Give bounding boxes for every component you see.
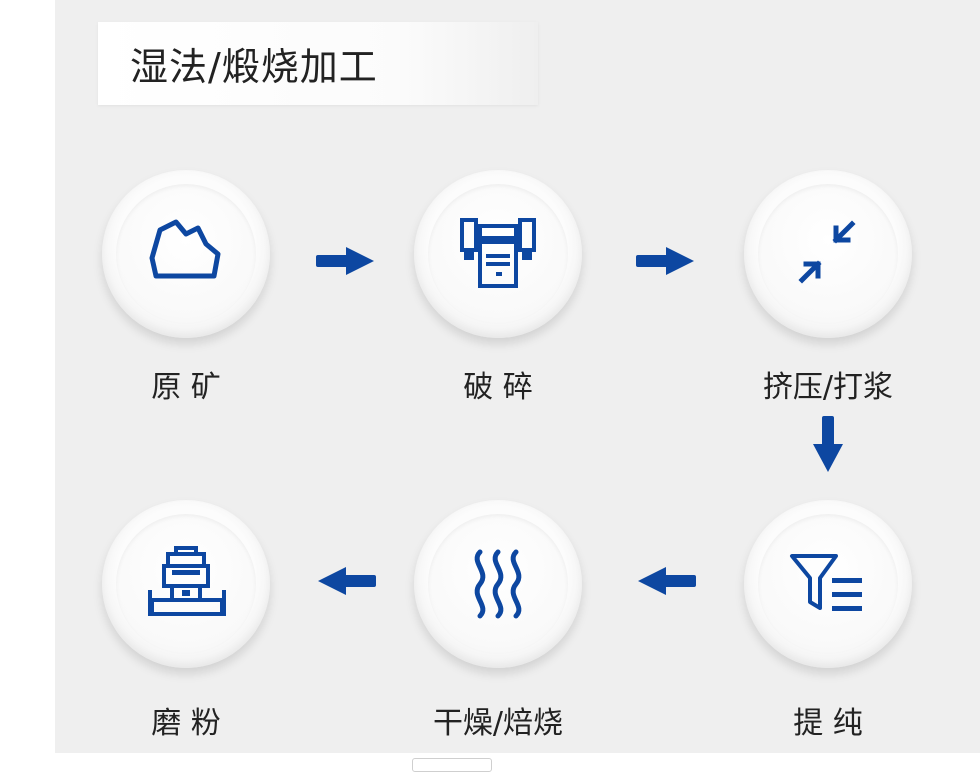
page-title: 湿法/煅烧加工	[130, 45, 378, 89]
step-grinding	[102, 500, 270, 668]
ore-rock-icon	[149, 219, 221, 279]
arrow-down-icon	[813, 416, 843, 472]
step-label-grinding: 磨 粉	[151, 706, 221, 741]
step-raw-ore	[102, 170, 270, 338]
step-drying	[414, 500, 582, 668]
arrow-right-icon	[636, 247, 694, 275]
title-banner	[98, 22, 538, 105]
filter-funnel-icon	[790, 554, 862, 611]
step-label-raw-ore: 原 矿	[151, 370, 221, 405]
step-label-pressing: 挤压/打浆	[762, 370, 894, 405]
step-crushing	[414, 170, 582, 338]
arrow-right-icon	[316, 247, 374, 275]
arrow-left-icon	[318, 567, 376, 595]
page-indicator	[412, 758, 492, 772]
step-pressing	[744, 170, 912, 338]
crusher-machine-icon	[460, 218, 536, 288]
step-purification	[744, 500, 912, 668]
step-label-crushing: 破 碎	[463, 370, 533, 405]
step-label-drying: 干燥/焙烧	[432, 706, 564, 741]
heat-waves-icon	[474, 549, 522, 619]
grinding-mill-icon	[148, 546, 226, 616]
step-label-purification: 提 纯	[793, 706, 863, 741]
arrow-left-icon	[638, 567, 696, 595]
compress-arrows-icon	[798, 220, 856, 284]
